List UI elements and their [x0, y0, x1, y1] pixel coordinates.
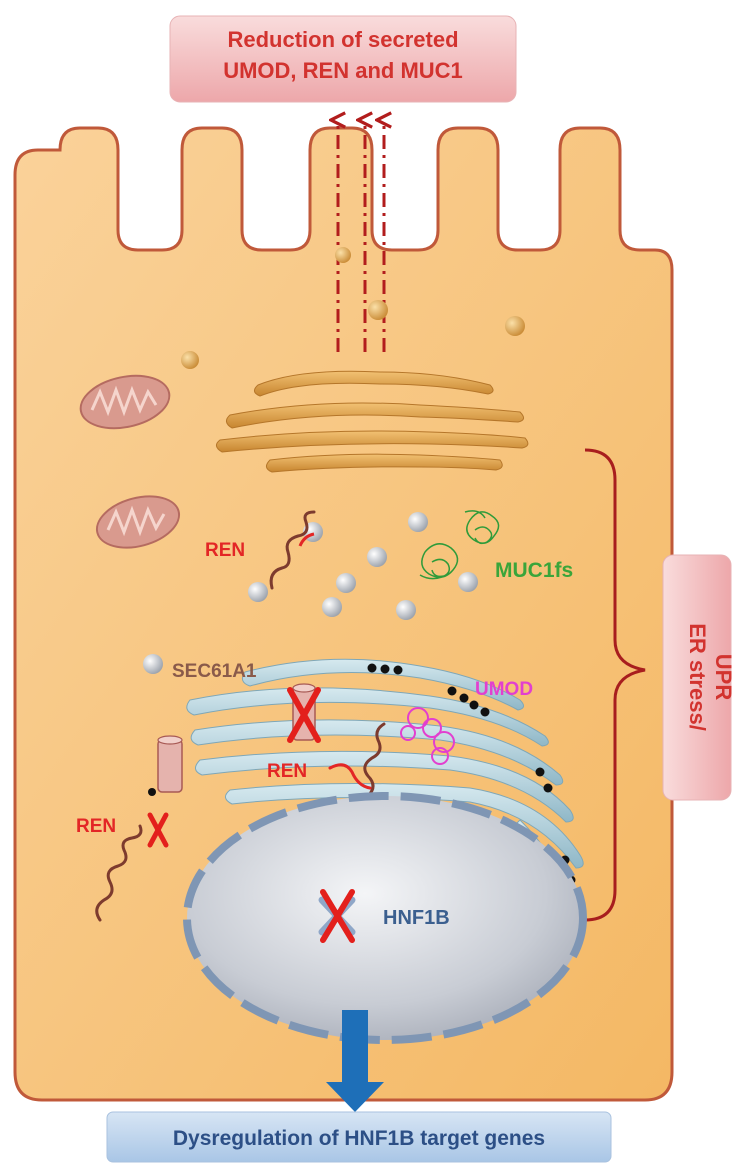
golgi-vesicle: [368, 300, 388, 320]
er-sheet: [186, 687, 549, 747]
ren-strand-cytoplasm: [269, 510, 316, 590]
golgi-cisterna: [216, 430, 529, 453]
ribosome: [543, 783, 553, 793]
label-muc1fs: MUC1fs: [495, 559, 573, 582]
hnf1b-blocked-x-icon: [320, 889, 355, 943]
vesicle: [336, 573, 356, 593]
er-sheet: [241, 658, 524, 711]
er-stress-line2: UPR: [711, 654, 736, 701]
mitochondrion-upper: [79, 374, 171, 430]
top-box-background: [169, 15, 517, 103]
umod-particle: [407, 707, 429, 729]
vesicle: [396, 600, 416, 620]
ribosome: [148, 788, 156, 796]
ribosome: [469, 700, 479, 710]
muc1fs-cluster: [464, 510, 500, 545]
ribosome: [480, 707, 490, 717]
label-ren-er: REN: [267, 761, 307, 782]
umod-particle: [422, 718, 442, 738]
label-ren-cytoplasm: REN: [205, 540, 245, 561]
er-sheet: [225, 782, 584, 869]
ribosome: [447, 686, 457, 696]
ren-strand-er-highlight: [328, 763, 372, 790]
er-sheet: [190, 719, 564, 786]
er-stress-brace: [584, 448, 646, 922]
umod-aggregates: [400, 707, 455, 765]
ren-strand-outside: [95, 824, 143, 922]
er-stress-line1: ER stress/: [685, 623, 710, 731]
vesicle: [408, 512, 428, 532]
golgi-apparatus: [216, 370, 529, 473]
label-umod: UMOD: [475, 679, 533, 700]
vesicle: [322, 597, 342, 617]
ribosome: [380, 664, 390, 674]
ribosome: [459, 693, 469, 703]
nucleus: [183, 792, 587, 1044]
golgi-vesicle: [181, 351, 199, 369]
vesicle: [458, 572, 478, 592]
er-stress-box: ER stress/ UPR: [662, 554, 736, 801]
umod-particle: [400, 725, 416, 741]
ribosome: [393, 665, 403, 675]
ren-blocked-x-icon: [147, 812, 169, 848]
er-vesicles: [143, 512, 478, 674]
vesicle: [367, 547, 387, 567]
bottom-box-text: Dysregulation of HNF1B target genes: [173, 1127, 545, 1150]
golgi-cisterna: [254, 370, 494, 397]
ribosome: [535, 767, 545, 777]
ribosome: [367, 663, 377, 673]
mitochondrion-lower: [95, 495, 181, 549]
dysregulation-arrow: [326, 1010, 384, 1112]
bottom-label-box: Dysregulation of HNF1B target genes: [106, 1111, 612, 1163]
vesicle: [248, 582, 268, 602]
sec61a1-blocked-x-icon: [287, 687, 321, 743]
golgi-cisterna: [226, 402, 524, 429]
bottom-box-background: [106, 1111, 612, 1163]
er-stress-box-background: [662, 554, 732, 801]
label-ren-outside: REN: [76, 816, 116, 837]
er-sheet: [195, 750, 574, 823]
golgi-vesicle: [335, 247, 351, 263]
top-label-box: Reduction of secreted UMOD, REN and MUC1: [169, 15, 517, 103]
top-box-line1: Reduction of secreted: [227, 27, 458, 52]
umod-particle: [433, 731, 455, 753]
muc1fs-cluster: [419, 543, 459, 580]
vesicle: [143, 654, 163, 674]
ren-strand-highlight: [298, 532, 315, 547]
muc1fs-aggregates: [419, 510, 500, 580]
golgi-vesicles: [181, 247, 525, 369]
label-sec61a1: SEC61A1: [172, 661, 257, 682]
golgi-cisterna: [266, 453, 503, 473]
golgi-vesicle: [505, 316, 525, 336]
top-box-line2: UMOD, REN and MUC1: [223, 58, 463, 83]
membrane-translocon: [157, 735, 183, 793]
label-hnf1b: HNF1B: [383, 907, 450, 929]
umod-particle: [431, 747, 449, 765]
